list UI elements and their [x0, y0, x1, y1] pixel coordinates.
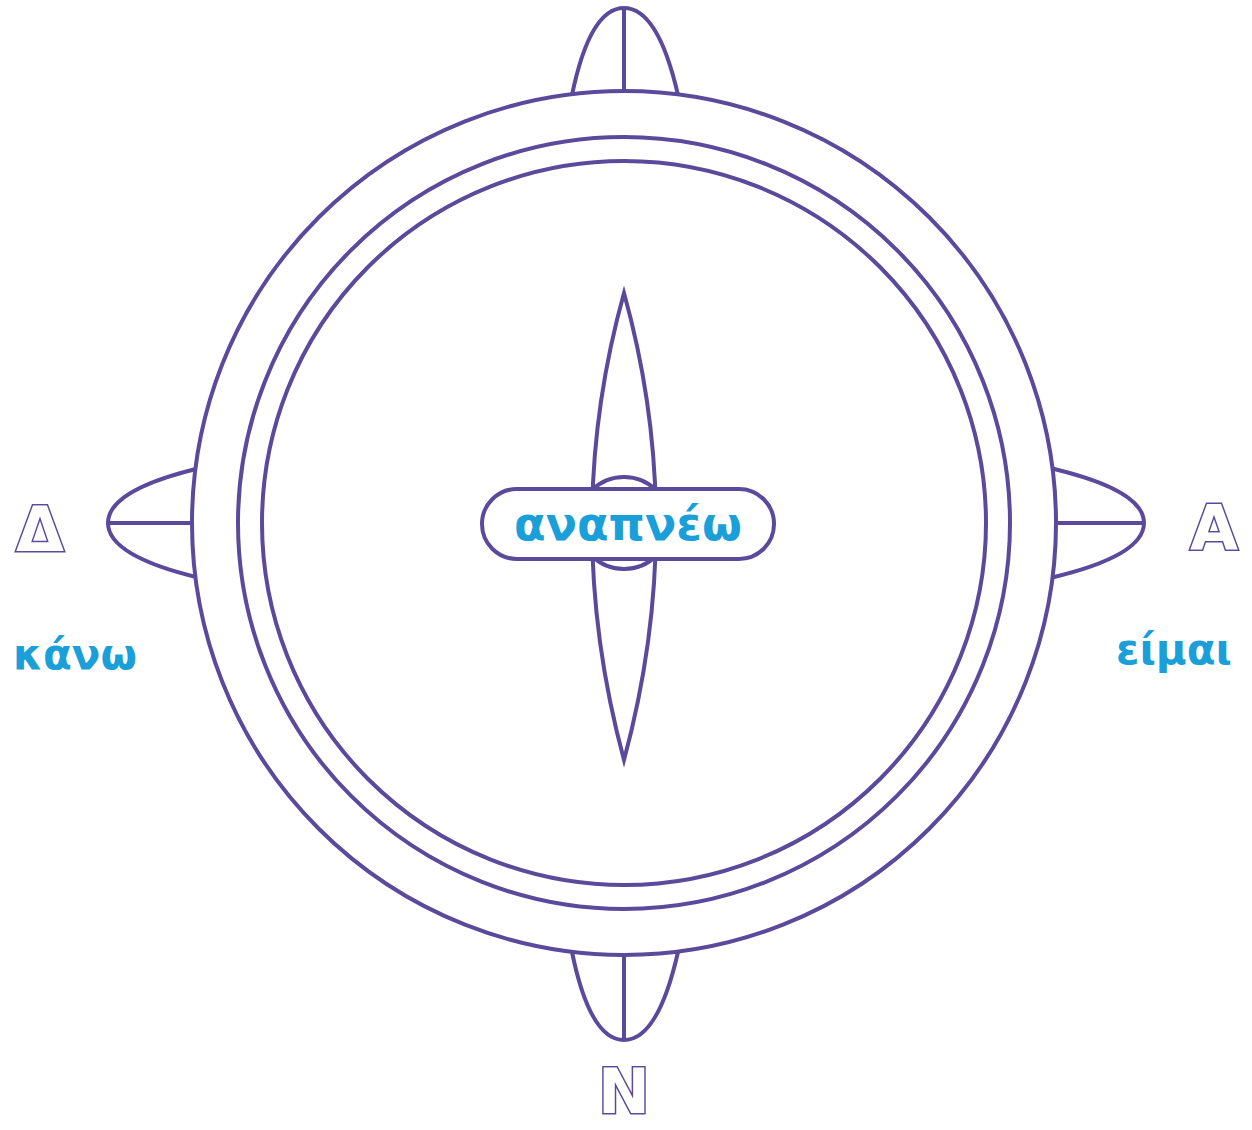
- east-tab-line: [1054, 521, 1142, 525]
- middle-ring: [238, 137, 1010, 909]
- east-tab: [1050, 468, 1144, 578]
- north-tab: [572, 8, 678, 95]
- compass-direction-letter: Α: [1190, 494, 1238, 562]
- north-tab-line: [622, 10, 626, 95]
- west-tab: [108, 468, 200, 578]
- inner-ring: [262, 161, 986, 885]
- south-tab: [572, 952, 678, 1040]
- compass-direction-letter: Ν: [598, 1058, 650, 1126]
- outer-ring: [192, 91, 1056, 955]
- compass-direction-letter: Δ: [16, 496, 64, 564]
- direction-word: κάνω: [13, 632, 137, 678]
- south-tab-line: [622, 952, 626, 1038]
- verb-box: αναπνέω: [480, 487, 776, 562]
- west-tab-line: [110, 521, 196, 525]
- verb-text: αναπνέω: [514, 499, 742, 550]
- direction-word: είμαι: [1116, 627, 1232, 673]
